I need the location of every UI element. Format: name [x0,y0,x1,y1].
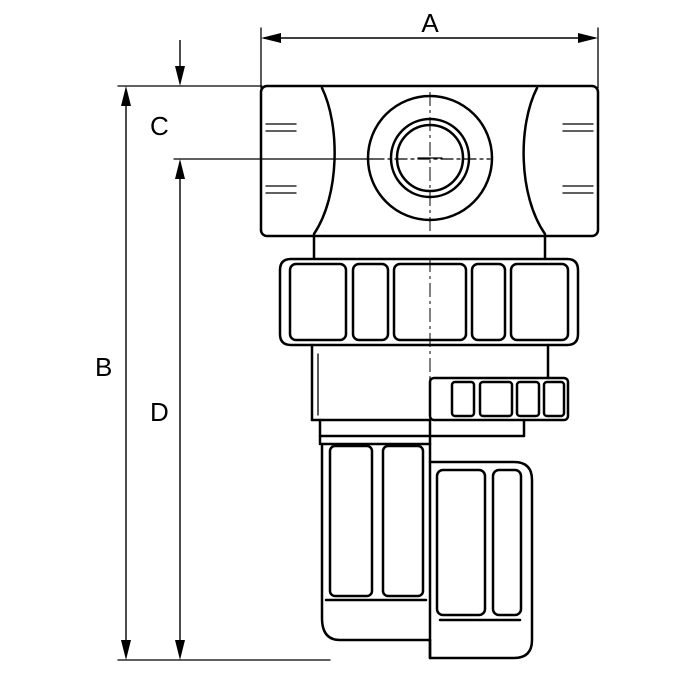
lock-nut [428,376,570,422]
dimension-c: C [150,40,373,656]
hex-nut [278,257,580,347]
center-line [371,92,491,420]
adjusting-knob [320,442,534,660]
left-port-thread [265,123,297,194]
dimension-d-label: D [150,397,169,427]
right-port-thread [562,123,594,194]
dimension-b: B [95,85,331,661]
dimension-a-label: A [421,8,439,38]
dimension-b-label: B [95,352,112,382]
dimension-c-label: C [150,111,169,141]
collar [318,418,526,464]
dimension-d: D [150,397,185,660]
stem [310,343,550,422]
dimension-a: A [260,8,599,89]
upper-body [259,84,600,260]
